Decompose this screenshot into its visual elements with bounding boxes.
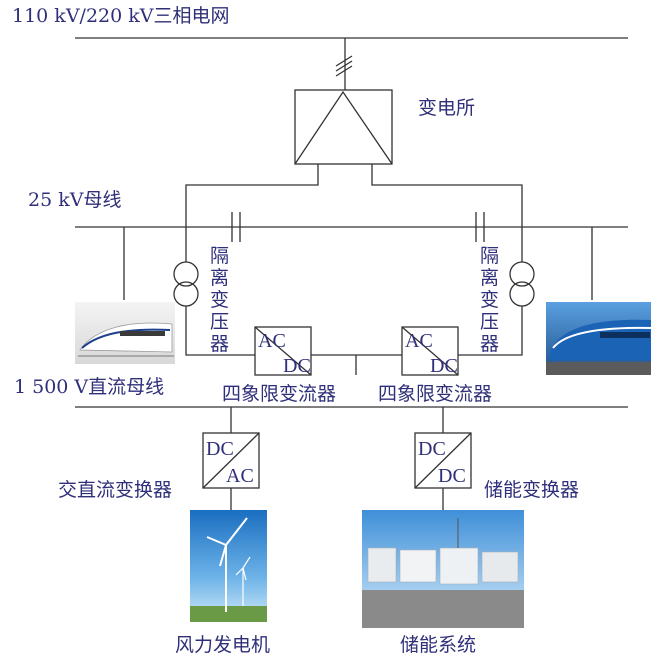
bus-25kv-label: 25 kV母线 — [28, 189, 121, 211]
substation-label: 变电所 — [418, 97, 475, 119]
iso-tx-right-char-4: 压 — [480, 311, 499, 333]
wind-photo — [190, 510, 267, 622]
iso-tx-left-label: 隔 离 变 压 器 — [210, 245, 235, 355]
iso-tx-left-char-4: 压 — [210, 311, 229, 333]
grid-label: 110 kV/220 kV三相电网 — [12, 5, 229, 27]
storage-conv-dc-out: DC — [438, 465, 466, 487]
sub-feeder-left — [186, 164, 318, 262]
storage-conv-label: 储能变换器 — [484, 479, 579, 501]
storage-conv-dc-in: DC — [418, 438, 446, 460]
storage-sys-label: 储能系统 — [400, 634, 476, 656]
conv4q-left-label: 四象限变流器 — [222, 383, 336, 405]
substation-box — [295, 90, 392, 164]
conv4q-right-dc: DC — [430, 355, 458, 377]
wind-conv-ac: AC — [226, 465, 254, 487]
train-photo-right — [546, 302, 651, 375]
substation-symbol — [295, 92, 392, 164]
iso-tx-right-label: 隔 离 变 压 器 — [480, 245, 505, 355]
iso-tx-left-char-2: 离 — [210, 267, 229, 289]
iso-tx-left-char-5: 器 — [210, 333, 229, 355]
three-phase-tick-3 — [336, 66, 352, 76]
conv4q-right-ac: AC — [405, 330, 433, 352]
dc-bus-label: 1 500 V直流母线 — [14, 376, 164, 398]
iso-tx-right-char-3: 变 — [480, 289, 499, 311]
three-phase-tick-2 — [336, 61, 352, 71]
conv4q-left-ac: AC — [258, 330, 286, 352]
iso-tx-right-char-2: 离 — [480, 267, 499, 289]
acdc-conv-label: 交直流变换器 — [58, 479, 172, 501]
iso-tx-right-char-1: 隔 — [480, 245, 499, 267]
iso-tx-left-char-1: 隔 — [210, 245, 229, 267]
conv4q-left-dc: DC — [283, 355, 311, 377]
iso-tx-left-char-3: 变 — [210, 289, 229, 311]
storage-photo — [362, 510, 524, 628]
wind-label: 风力发电机 — [175, 634, 270, 656]
iso-tx-right-char-5: 器 — [480, 333, 499, 355]
three-phase-tick-1 — [336, 56, 352, 66]
train-photo-left — [75, 302, 175, 364]
conv4q-right-label: 四象限变流器 — [378, 383, 492, 405]
wind-conv-dc: DC — [206, 438, 234, 460]
